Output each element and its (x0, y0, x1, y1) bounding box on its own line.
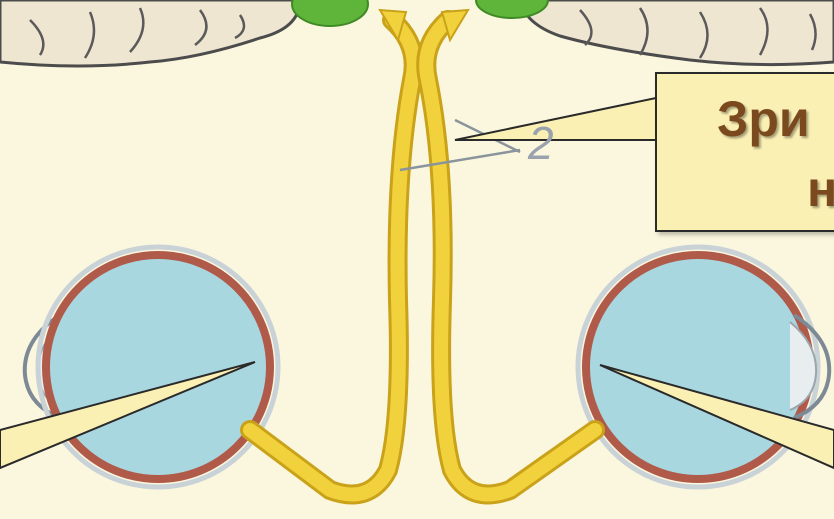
left-visual-center (292, 0, 368, 26)
callout-line-2: н (807, 160, 834, 218)
visual-centers (292, 0, 548, 26)
label-number: 2 (528, 116, 554, 170)
callout-pointer (455, 98, 656, 140)
right-eye (578, 247, 829, 487)
callout-line-1: Зри (717, 90, 810, 148)
optic-nerves (250, 10, 595, 495)
callout-box: Зри н (655, 72, 834, 232)
label-2-lines (400, 120, 520, 170)
